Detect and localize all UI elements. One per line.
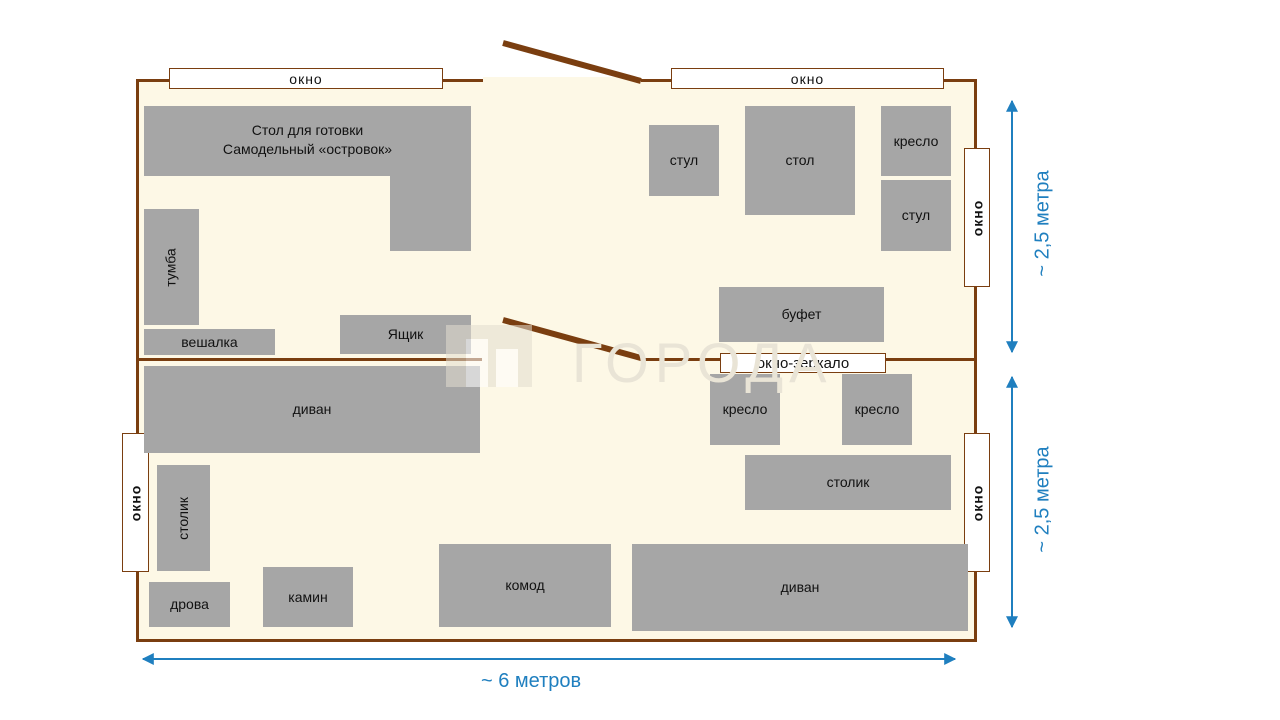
doorway-gap-middle bbox=[482, 356, 640, 363]
window-label: окно bbox=[289, 70, 323, 87]
window-right-bottom: окно bbox=[964, 433, 990, 572]
buffet: буфет bbox=[719, 287, 884, 342]
coffee-table-right: столик bbox=[745, 455, 951, 510]
watermark-text: ГОРОДА bbox=[572, 331, 833, 394]
window-right-top: окно bbox=[964, 148, 990, 287]
doorway-gap-top bbox=[483, 77, 641, 85]
window-mirror: окно-зеркало bbox=[720, 353, 886, 373]
kitchen-island-label: Стол для готовки Самодельный «островок» bbox=[222, 122, 393, 157]
sofa-left: диван bbox=[144, 366, 480, 453]
chair-left: стул bbox=[649, 125, 719, 196]
chest-of-drawers: комод bbox=[439, 544, 611, 627]
dining-table: стол bbox=[745, 106, 855, 215]
window-label: окно bbox=[790, 70, 825, 87]
chair-right: стул bbox=[881, 180, 951, 251]
kitchen-island-leg bbox=[390, 176, 471, 251]
armchair-top: кресло bbox=[881, 106, 951, 176]
window-top-left: окно bbox=[169, 68, 443, 89]
firewood: дрова bbox=[149, 582, 230, 627]
kitchen-island-top bbox=[144, 106, 471, 176]
tumba: тумба bbox=[144, 209, 199, 325]
sofa-right: диван bbox=[632, 544, 968, 631]
coffee-table-left: столик bbox=[157, 465, 210, 571]
fireplace: камин bbox=[263, 567, 353, 627]
window-mirror-label: окно-зеркало bbox=[756, 354, 850, 372]
window-top-right: окно bbox=[671, 68, 944, 89]
veshalka: вешалка bbox=[144, 329, 275, 355]
armchair-bottom-left: кресло bbox=[710, 374, 780, 445]
window-left-bottom: окно bbox=[122, 433, 149, 572]
width-label: ~ 6 метров bbox=[481, 670, 582, 692]
armchair-bottom-right: кресло bbox=[842, 374, 912, 445]
